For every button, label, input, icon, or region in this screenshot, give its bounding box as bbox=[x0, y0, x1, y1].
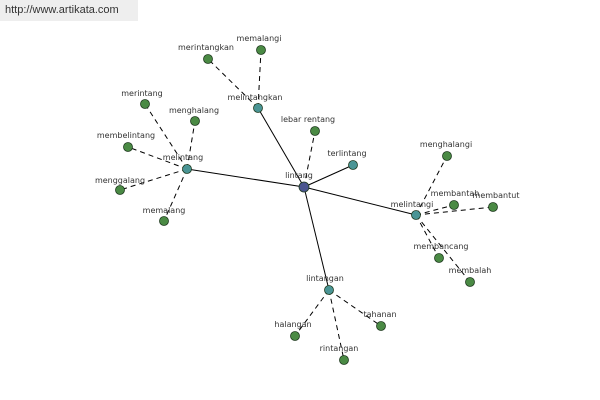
node-membelintang[interactable] bbox=[123, 142, 133, 152]
node-lebar-rentang[interactable] bbox=[310, 126, 320, 136]
edge-melintangkan-merintangkan bbox=[207, 58, 259, 109]
node-label-membancang[interactable]: membancang bbox=[413, 242, 468, 251]
node-rintangan[interactable] bbox=[339, 355, 349, 365]
edge-lintang-melintang bbox=[186, 168, 305, 188]
edges-layer bbox=[119, 49, 494, 361]
nodes-layer bbox=[115, 45, 498, 365]
edge-melintang-merintang bbox=[144, 103, 188, 170]
node-label-menghalang[interactable]: menghalang bbox=[169, 106, 219, 115]
labels-layer: lintang melintang melintangkan melintangi li… bbox=[95, 34, 520, 353]
node-merintang[interactable] bbox=[140, 99, 150, 109]
source-url-banner[interactable]: http://www.artikata.com bbox=[0, 0, 138, 21]
node-melintangkan[interactable] bbox=[253, 103, 263, 113]
edge-lintangan-tahanan bbox=[328, 289, 382, 327]
edge-melintang-membelintang bbox=[127, 146, 188, 170]
node-membantah[interactable] bbox=[449, 200, 459, 210]
node-label-menghalangi[interactable]: menghalangi bbox=[420, 140, 472, 149]
edge-lintangan-halangan bbox=[294, 289, 330, 337]
node-membantut[interactable] bbox=[488, 202, 498, 212]
node-terlintang[interactable] bbox=[348, 160, 358, 170]
node-label-melintangkan[interactable]: melintangkan bbox=[228, 93, 283, 102]
node-label-lebar-rentang[interactable]: lebar rentang bbox=[281, 115, 335, 124]
edge-melintangkan-memalangi bbox=[257, 49, 262, 109]
node-label-memalangi[interactable]: memalangi bbox=[237, 34, 282, 43]
edge-lintang-melintangi bbox=[303, 186, 417, 216]
edge-lintang-lebar-rentang bbox=[303, 130, 316, 188]
node-membalah[interactable] bbox=[465, 277, 475, 287]
node-label-merintang[interactable]: merintang bbox=[121, 89, 162, 98]
node-label-melintangi[interactable]: melintangi bbox=[391, 200, 434, 209]
source-url-text[interactable]: http://www.artikata.com bbox=[5, 4, 119, 16]
node-label-menggalang[interactable]: menggalang bbox=[95, 176, 145, 185]
edge-melintang-menggalang bbox=[119, 168, 188, 191]
node-menghalang[interactable] bbox=[190, 116, 200, 126]
node-label-merintangkan[interactable]: merintangkan bbox=[178, 43, 234, 52]
edge-melintangi-membantut bbox=[415, 206, 494, 216]
edge-lintang-melintangkan bbox=[257, 107, 305, 188]
node-melintang[interactable] bbox=[182, 164, 192, 174]
edge-melintangi-membantah bbox=[415, 204, 455, 216]
edge-lintang-lintangan bbox=[303, 186, 330, 291]
node-halangan[interactable] bbox=[290, 331, 300, 341]
edge-melintang-menghalang bbox=[186, 120, 196, 170]
node-label-membantah[interactable]: membantah bbox=[431, 189, 480, 198]
edge-melintangi-membancang bbox=[415, 214, 440, 259]
node-merintangkan[interactable] bbox=[203, 54, 213, 64]
node-membancang[interactable] bbox=[434, 253, 444, 263]
node-lintangan[interactable] bbox=[324, 285, 334, 295]
node-label-melintang[interactable]: melintang bbox=[163, 153, 203, 162]
node-label-lintang[interactable]: lintang bbox=[285, 171, 313, 180]
node-melintangi[interactable] bbox=[411, 210, 421, 220]
node-label-tahanan[interactable]: tahanan bbox=[363, 310, 396, 319]
node-memalangi[interactable] bbox=[256, 45, 266, 55]
edge-lintangan-rintangan bbox=[328, 289, 345, 361]
node-tahanan[interactable] bbox=[376, 321, 386, 331]
edge-melintangi-menghalangi bbox=[415, 155, 448, 216]
node-label-membelintang[interactable]: membelintang bbox=[97, 131, 155, 140]
node-label-membantut[interactable]: membantut bbox=[473, 191, 520, 200]
node-label-lintangan[interactable]: lintangan bbox=[306, 274, 344, 283]
node-label-halangan[interactable]: halangan bbox=[274, 320, 311, 329]
node-lintang[interactable] bbox=[298, 181, 310, 193]
node-menghalangi[interactable] bbox=[442, 151, 452, 161]
node-label-rintangan[interactable]: rintangan bbox=[320, 344, 359, 353]
edge-lintang-terlintang bbox=[303, 164, 354, 188]
node-label-memalang[interactable]: memalang bbox=[143, 206, 186, 215]
node-menggalang[interactable] bbox=[115, 185, 125, 195]
edge-melintang-memalang bbox=[163, 168, 188, 222]
node-label-terlintang[interactable]: terlintang bbox=[327, 149, 366, 158]
node-label-membalah[interactable]: membalah bbox=[449, 266, 492, 275]
node-memalang[interactable] bbox=[159, 216, 169, 226]
